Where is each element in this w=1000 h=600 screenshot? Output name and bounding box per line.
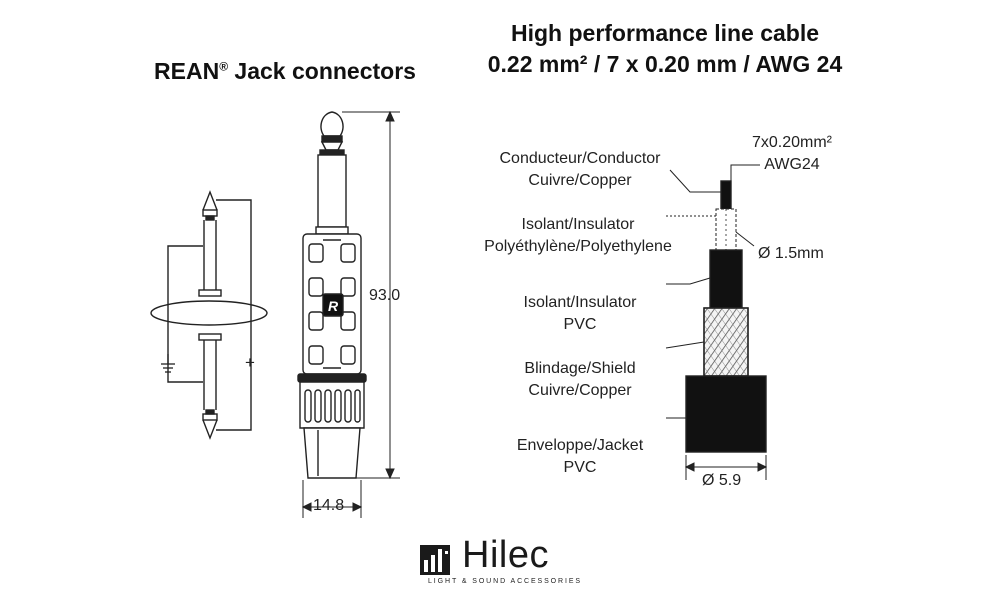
- cable-leaders: [665, 164, 760, 419]
- plus-symbol: +: [245, 353, 255, 372]
- cable-jacket: [685, 375, 767, 453]
- jacket-label: Enveloppe/Jacket PVC: [516, 437, 644, 476]
- cable-conductor: [720, 180, 732, 210]
- jacket-diameter-label: Ø 5.9: [702, 472, 742, 489]
- ground-icon: [161, 354, 175, 373]
- wiring-schematic: [150, 190, 268, 440]
- shield-label: Blindage/Shield Cuivre/Copper: [524, 360, 636, 399]
- width-label: 14.8: [313, 497, 345, 514]
- schematic-cable-ellipse: [150, 300, 268, 326]
- length-label: 93.0: [369, 287, 401, 304]
- schematic-top-plug: [198, 190, 222, 297]
- cable-title: High performance line cable 0.22 mm² / 7…: [455, 18, 875, 80]
- insulator-diameter-label: Ø 1.5mm: [758, 245, 824, 262]
- jacket-dimension: [684, 455, 768, 480]
- cable-pvc-insulator: [709, 249, 743, 309]
- conductor-spec-label: 7x0.20mm² AWG24: [751, 134, 833, 173]
- connectors-title: REAN® Jack connectors: [154, 58, 416, 84]
- jack-body-slots: [308, 239, 356, 369]
- logo-wordmark: Hilec: [462, 534, 549, 576]
- jack-grip-ribs: [304, 389, 361, 423]
- logo-tagline: LIGHT & SOUND ACCESSORIES: [428, 578, 582, 585]
- rean-badge-letter: R: [328, 298, 339, 314]
- hilec-logo: Hilec LIGHT & SOUND ACCESSORIES: [420, 534, 590, 590]
- cable-layers: [685, 180, 767, 453]
- rean-badge: [322, 293, 344, 317]
- cable-title-line1: High performance line cable: [510, 20, 820, 46]
- cable-title-line2: 0.22 mm² / 7 x 0.20 mm / AWG 24: [487, 51, 843, 77]
- connector-dimensions: [301, 110, 400, 518]
- schematic-tip-wire: [216, 199, 252, 431]
- conductor-label: Conducteur/Conductor Cuivre/Copper: [499, 150, 661, 189]
- schematic-sleeve-wire: [167, 245, 203, 383]
- schematic-bottom-plug: [198, 333, 222, 440]
- pe-insulator-label: Isolant/Insulator Polyéthylène/Polyethyl…: [484, 216, 672, 255]
- hilec-logo-icon: [420, 545, 450, 575]
- pvc-insulator-label: Isolant/Insulator PVC: [523, 294, 637, 333]
- jack-plug: [297, 111, 367, 479]
